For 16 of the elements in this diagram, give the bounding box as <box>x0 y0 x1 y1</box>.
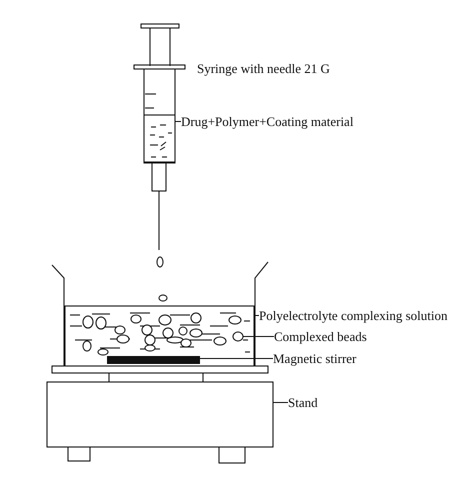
part-label: Complexed beads <box>274 329 367 344</box>
part-label: Drug+Polymer+Coating material <box>181 114 354 129</box>
leader-line <box>200 358 274 359</box>
part-label: Stand <box>288 395 318 410</box>
leader-line <box>254 315 260 316</box>
solution <box>64 306 254 366</box>
bead <box>232 332 244 342</box>
stirrer-bar <box>107 356 200 364</box>
leader-line <box>272 402 288 403</box>
leader-line <box>242 336 274 337</box>
syringe-label: Syringe with needle 21 G <box>197 61 330 76</box>
leader-line <box>174 121 182 122</box>
part-label: Magnetic stirrer <box>273 351 356 366</box>
stand-base <box>46 382 274 448</box>
part-label: Polyelectrolyte complexing solution <box>259 308 448 323</box>
syringe-liquid <box>144 114 176 162</box>
